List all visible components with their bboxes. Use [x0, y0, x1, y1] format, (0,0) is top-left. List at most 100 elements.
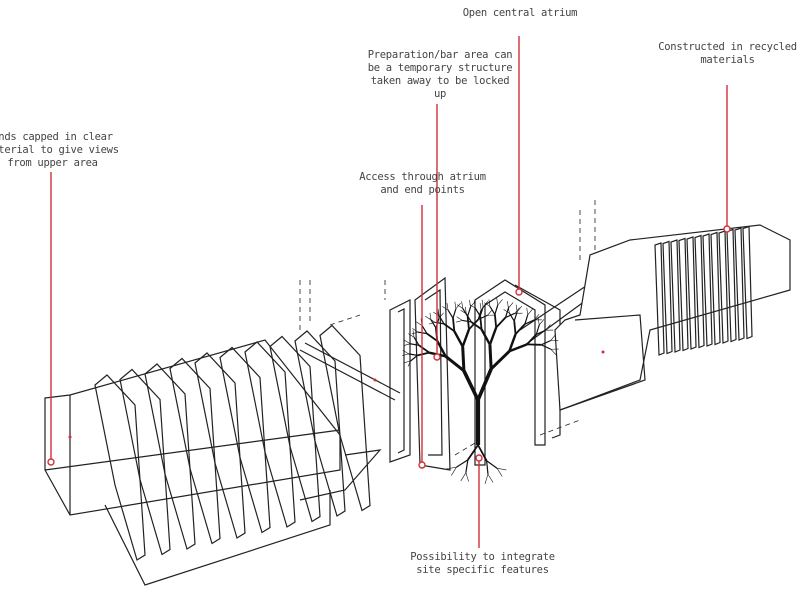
tree-branch: [429, 312, 432, 320]
right-rib: [654, 242, 665, 356]
tree-branch: [496, 298, 499, 306]
tree-branch: [460, 472, 467, 482]
left-rib: [169, 357, 221, 545]
tree-branch: [409, 343, 420, 346]
tree-branch: [488, 327, 498, 346]
left-rib: [269, 335, 321, 523]
tree-branch: [550, 334, 556, 341]
tree-branch: [482, 300, 489, 308]
annotation-access-through-atrium: Access through atrium and end points: [359, 171, 486, 196]
tree-branch: [446, 466, 457, 470]
tree-branch: [535, 324, 540, 335]
tree-branch: [408, 333, 415, 338]
tree-branch: [495, 316, 507, 329]
tree-branch: [451, 466, 457, 476]
tree-branch: [416, 321, 423, 326]
tree-branch: [479, 316, 483, 330]
right-rib: [670, 239, 681, 353]
tree-branch: [516, 305, 523, 312]
tree-branch: [408, 353, 418, 356]
tree-branch: [404, 339, 411, 345]
tree-branch: [452, 318, 456, 332]
tree-branch: [461, 301, 463, 309]
tree-branch: [540, 344, 552, 350]
tree-branch: [466, 316, 470, 330]
structure-linework: [44, 200, 791, 586]
tree-branch: [410, 354, 418, 362]
annotation-constructed-recycled: Constructed in recycled materials: [658, 41, 797, 66]
right-rib: [710, 231, 721, 346]
leader-lines: [47, 36, 731, 548]
tree-branch: [497, 299, 503, 306]
tree-branch: [486, 460, 489, 475]
right-rib: [726, 228, 737, 343]
right-rib: [694, 234, 705, 349]
tree-branch: [503, 309, 510, 314]
left-rib: [119, 368, 171, 556]
tree-branch: [488, 299, 491, 307]
tree-branch: [456, 304, 463, 309]
atrium-frame-mid: [414, 276, 451, 471]
tree-branch: [464, 306, 467, 314]
tree-branch: [402, 349, 409, 355]
tree-branch: [436, 340, 447, 357]
right-rib: [686, 236, 697, 350]
tree-branch: [473, 301, 476, 309]
tree-branch: [443, 323, 455, 332]
right-ribs: [654, 225, 753, 356]
tree-branch: [462, 319, 472, 323]
tree-branch: [536, 329, 546, 335]
tree-branch: [433, 311, 440, 317]
tree-branch: [446, 303, 449, 311]
tree-branch: [488, 344, 493, 369]
tree-branch: [426, 332, 438, 342]
tree-branch: [461, 346, 466, 371]
tree-branch: [462, 370, 480, 401]
left-rib: [144, 363, 196, 550]
tree-branch: [524, 314, 529, 325]
tree-branch: [454, 301, 457, 309]
tree-branch: [455, 320, 463, 323]
tree-branch: [469, 304, 476, 309]
tree-branch: [537, 317, 540, 326]
tree-branch: [470, 321, 483, 331]
tree-branch: [456, 316, 463, 321]
tree-branch: [497, 468, 507, 471]
left-ramp: [299, 449, 382, 501]
tree-branch: [481, 299, 484, 307]
tree-branch: [479, 306, 484, 317]
left-rib: [319, 324, 371, 512]
tree-branch: [476, 368, 493, 401]
tree-branch: [417, 351, 430, 357]
tree-branch: [477, 444, 488, 462]
tree-branch: [404, 360, 411, 363]
tree-branch: [484, 302, 491, 307]
annotation-site-specific-features: Possibility to integrate site specific f…: [410, 551, 555, 576]
tree-branch: [413, 336, 420, 346]
left-rib: [294, 330, 346, 517]
tree-branch: [418, 344, 430, 354]
tree-branch: [508, 302, 514, 309]
tree-branch: [469, 299, 471, 308]
tree-branch: [545, 324, 551, 331]
tree-branch: [456, 459, 469, 468]
annotation-preparation-bar-area: Preparation/bar area can be a temporary …: [367, 49, 513, 100]
tree-branch: [467, 444, 479, 461]
right-rib: [734, 227, 745, 341]
left-rib: [94, 374, 146, 561]
tree-branch: [474, 307, 481, 317]
left-rib: [194, 352, 246, 539]
tree-branch: [484, 474, 489, 484]
tree-branch: [504, 307, 509, 318]
tree-branch: [526, 307, 529, 315]
tree-branch: [429, 318, 436, 323]
left-lower-block: [104, 490, 331, 586]
tree-branch: [550, 349, 557, 356]
ladder: [299, 342, 401, 401]
tree-branch: [513, 311, 518, 322]
tree-branch: [487, 309, 493, 316]
tree-branch: [421, 325, 428, 334]
tree-branch: [513, 321, 517, 335]
atrium-frame-left: [389, 299, 411, 463]
